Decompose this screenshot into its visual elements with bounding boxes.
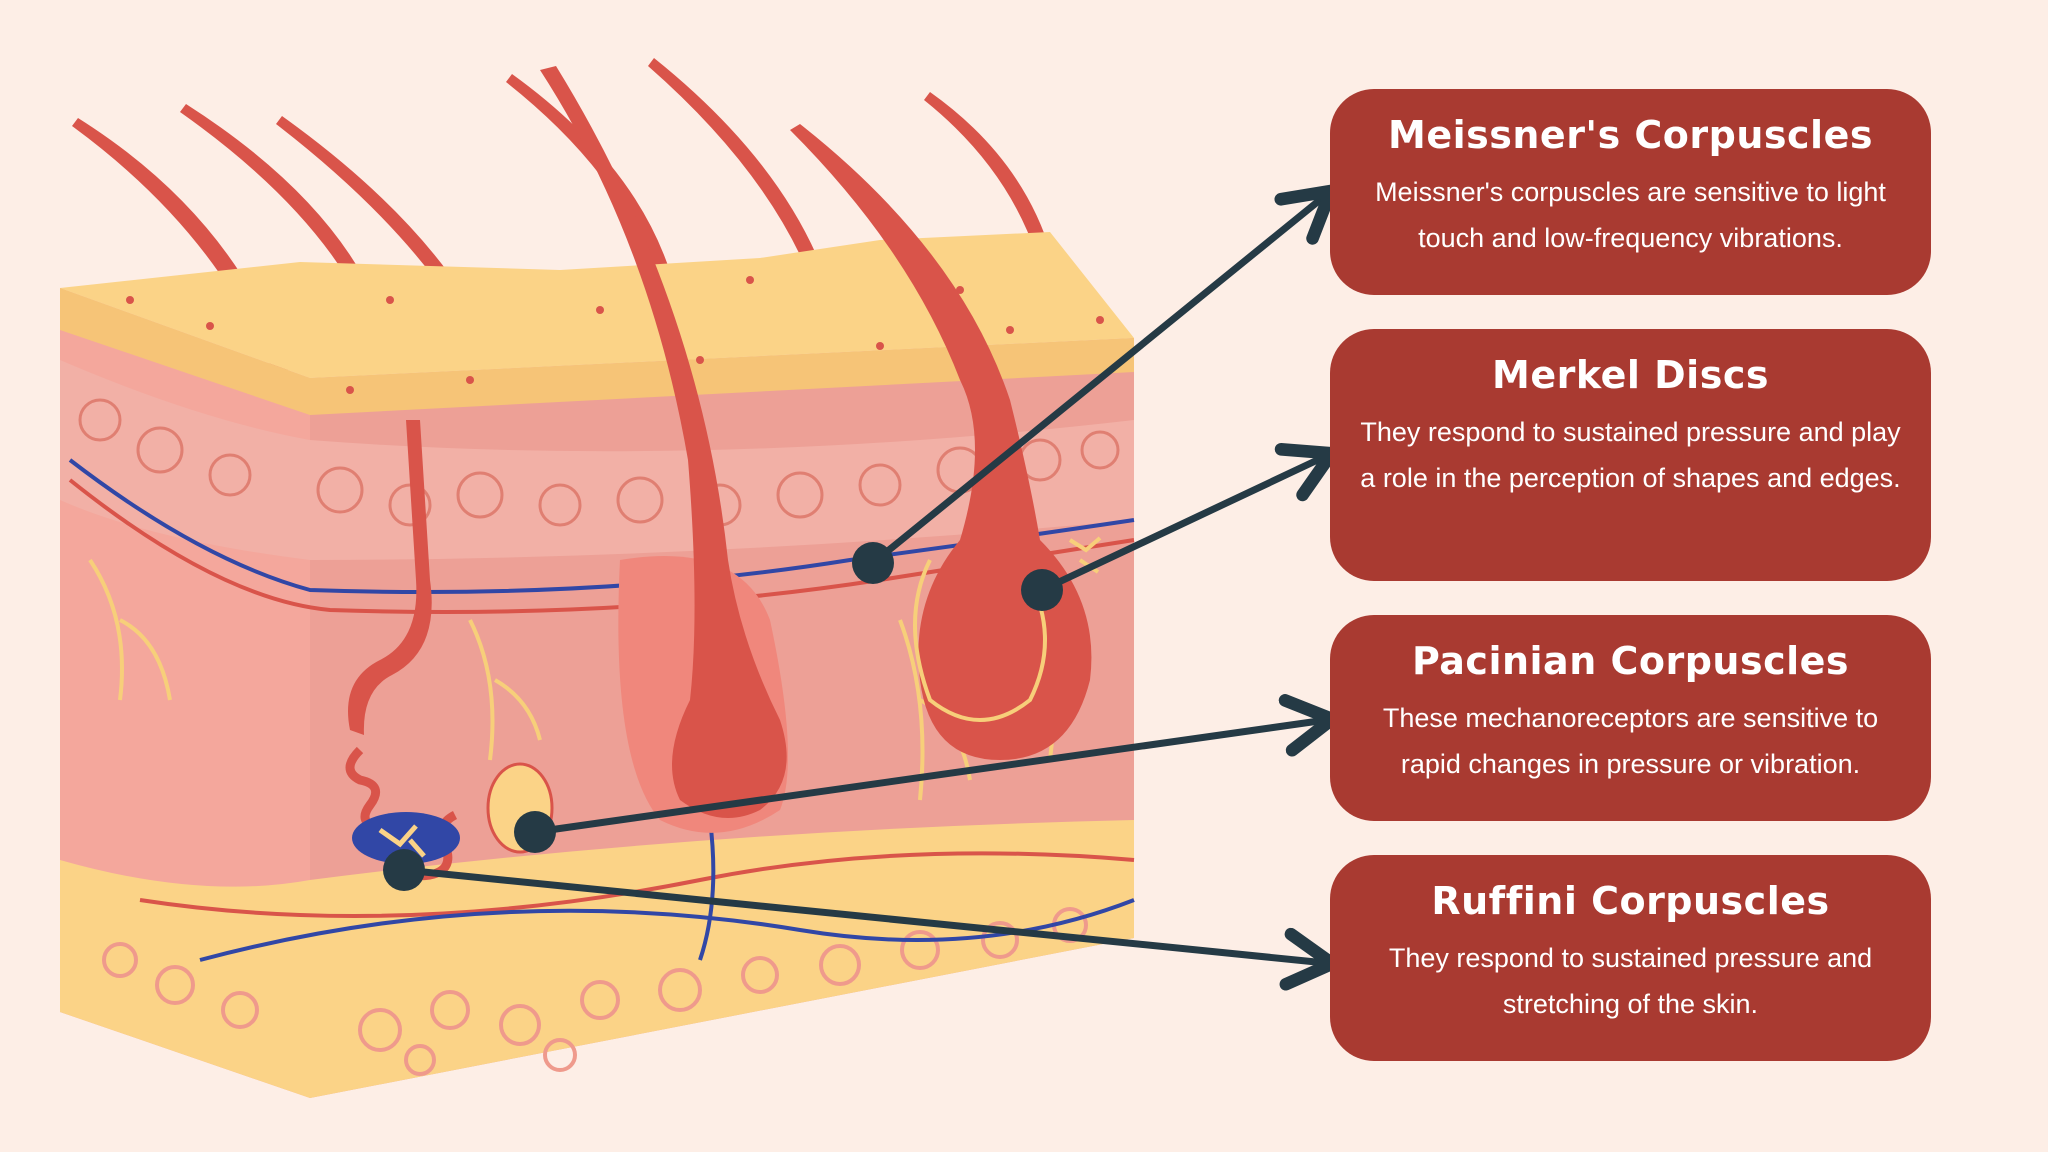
gland-nerve xyxy=(913,559,1047,722)
card-title: Ruffini Corpuscles xyxy=(1431,879,1830,923)
hair-follicles xyxy=(345,66,1092,881)
connector-meissner xyxy=(869,184,1338,567)
card-meissner: Meissner's Corpuscles Meissner's corpusc… xyxy=(1330,89,1931,295)
dermis-cells xyxy=(78,398,1120,527)
fat-cells xyxy=(102,907,1088,1076)
card-description: Meissner's corpuscles are sensitive to l… xyxy=(1375,177,1886,253)
card-title: Pacinian Corpuscles xyxy=(1411,639,1850,683)
connector-lines xyxy=(400,184,1339,991)
dot-merkel xyxy=(1021,569,1063,611)
epidermis-top xyxy=(60,232,1134,378)
card-merkel: Merkel Discs They respond to sustained p… xyxy=(1330,329,1931,581)
connector-dots xyxy=(383,542,1063,891)
card-title: Merkel Discs xyxy=(1492,353,1769,397)
dot-pacinian xyxy=(514,811,556,853)
card-ruffini: Ruffini Corpuscles They respond to susta… xyxy=(1330,855,1931,1061)
skin-pores xyxy=(126,276,1104,394)
card-pacinian: Pacinian Corpuscles These mechanorecepto… xyxy=(1330,615,1931,821)
sweat-duct xyxy=(348,420,432,735)
connector-ruffini xyxy=(400,866,1339,991)
connector-pacinian xyxy=(531,694,1339,836)
dot-ruffini xyxy=(383,849,425,891)
connector-merkel xyxy=(1038,443,1338,594)
card-title: Meissner's Corpuscles xyxy=(1388,113,1873,157)
card-description: They respond to sustained pressure and p… xyxy=(1360,417,1901,493)
hair-follicle xyxy=(540,66,787,818)
epidermis-edge xyxy=(60,288,1134,415)
hypodermis-layer xyxy=(60,820,1134,1098)
hair-follicle-with-gland xyxy=(790,124,1092,760)
card-description: These mechanoreceptors are sensitive to … xyxy=(1382,703,1879,779)
card-description: They respond to sustained pressure and s… xyxy=(1388,943,1873,1019)
dot-meissner xyxy=(852,542,894,584)
